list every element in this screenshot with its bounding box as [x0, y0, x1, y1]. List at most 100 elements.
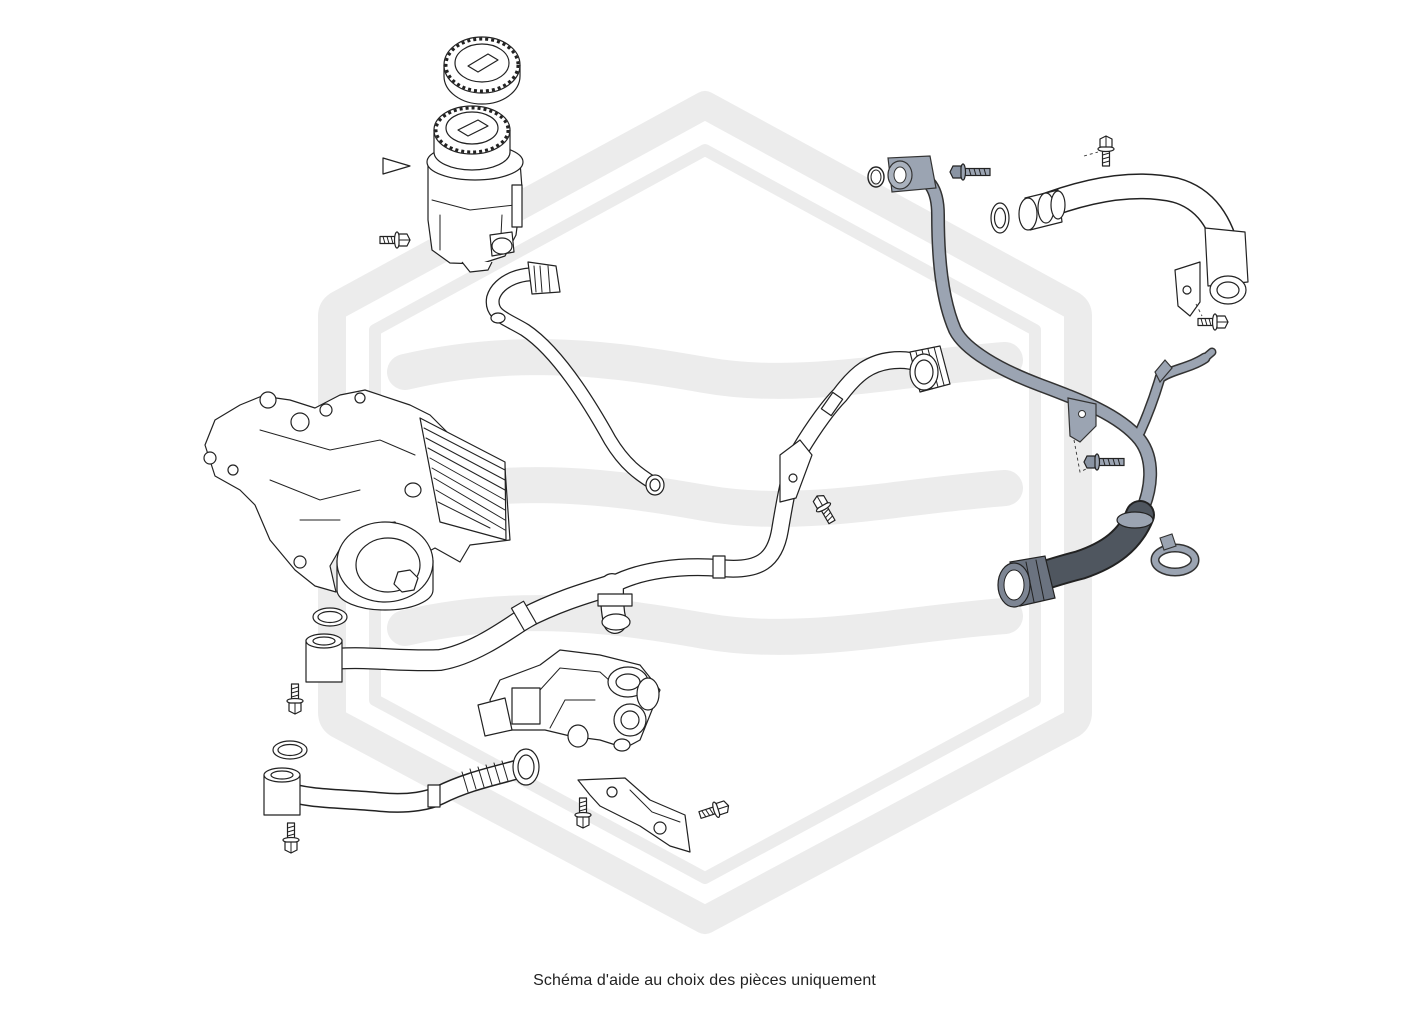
- hose-clamp: [597, 593, 633, 607]
- lower-coolant-hose: [263, 748, 540, 816]
- highlighted-hose-end: [997, 500, 1155, 608]
- engine-oil-cooler-assembly-shape: [290, 412, 310, 432]
- expansion-tank-shape: [461, 261, 493, 273]
- expansion-tank-shape: [511, 184, 523, 228]
- engine-oil-cooler-assembly-shape: [227, 464, 239, 476]
- lower-coolant-hose-shape: [270, 770, 294, 780]
- highlighted-coolant-pipe-shape: [1202, 349, 1215, 361]
- sensor-connector: [477, 697, 513, 737]
- coolant-hose-main-shape: [601, 613, 631, 631]
- bolt: [949, 163, 991, 181]
- lower-coolant-hose-shape: [273, 759, 531, 812]
- highlighted-hose-end-shape: [1003, 569, 1025, 601]
- hose-clamp: [1116, 511, 1154, 529]
- bolt: [1083, 453, 1125, 471]
- upper-coolant-pipe-shape: [1023, 174, 1242, 274]
- bolt: [379, 231, 411, 249]
- mounting-bracket: [577, 777, 691, 853]
- reservoir-cap: [443, 36, 521, 105]
- upper-coolant-pipe-shape: [1204, 227, 1249, 287]
- lower-coolant-hose-shape: [517, 754, 535, 780]
- expansion-tank: [426, 105, 524, 273]
- mounting-bracket-shape: [606, 786, 618, 798]
- bolt: [696, 797, 732, 824]
- hose-clamp: [510, 600, 538, 632]
- watermark-logo: [318, 91, 1092, 934]
- upper-coolant-pipe-shape: [1182, 285, 1192, 295]
- coolant-hose-main-shape: [312, 636, 336, 646]
- hose-clamp-loose-shape: [1152, 545, 1198, 575]
- coolant-hose-main-shape: [914, 359, 934, 385]
- highlighted-coolant-pipe-shape: [1154, 359, 1173, 384]
- upper-coolant-pipe-shape: [1083, 151, 1203, 317]
- upper-coolant-pipe-shape: [1050, 190, 1066, 220]
- thermostat-housing-shape: [620, 710, 640, 730]
- reservoir-hose-shape: [486, 268, 659, 489]
- hose-clamp: [427, 784, 441, 808]
- pipe-bracket: [1067, 397, 1097, 443]
- o-ring-shape: [317, 610, 343, 624]
- upper-coolant-pipe-shape: [1216, 281, 1240, 299]
- hose-clamp-loose: [1150, 533, 1200, 577]
- o-ring: [867, 166, 885, 188]
- engine-oil-cooler-assembly-shape: [354, 392, 366, 404]
- lower-coolant-hose-shape: [461, 760, 509, 793]
- highlighted-coolant-pipe: [867, 155, 1217, 522]
- engine-oil-cooler-assembly-shape: [293, 555, 307, 569]
- thermostat-housing-shape: [613, 738, 631, 752]
- bolt: [286, 683, 304, 715]
- mounting-bracket-shape: [653, 821, 667, 835]
- highlighted-coolant-pipe-shape: [870, 169, 882, 185]
- bolt: [282, 822, 300, 854]
- watermark-stripe-bottom: [387, 595, 1023, 655]
- engine-oil-cooler-assembly-shape: [404, 482, 422, 498]
- watermark-stripe-middle: [387, 467, 1023, 527]
- engine-oil-cooler-assembly-shape: [259, 429, 416, 521]
- watermark-inner-hexagon: [369, 144, 1041, 884]
- thermostat-housing-shape: [615, 673, 641, 691]
- coolant-hose-main-shape: [788, 473, 798, 483]
- watermark-stripe-top: [387, 339, 1023, 399]
- engine-oil-cooler-assembly: [203, 389, 511, 611]
- expansion-tank-shape: [434, 106, 510, 154]
- highlighted-hose-end-shape: [1025, 559, 1045, 603]
- hose-clamp: [820, 391, 844, 417]
- highlighted-coolant-pipe-shape: [893, 166, 907, 184]
- view-direction-arrow: [382, 157, 411, 175]
- hose-clamp-loose-shape: [1159, 533, 1177, 551]
- upper-coolant-pipe-shape: [1018, 197, 1038, 231]
- oil-filter-nut: [393, 569, 419, 593]
- thermostat-housing-shape: [511, 687, 541, 725]
- coolant-hose-main-shape: [315, 575, 622, 671]
- bolt: [1097, 135, 1115, 167]
- bolt: [1197, 313, 1229, 331]
- highlighted-coolant-pipe-shape: [1078, 410, 1086, 418]
- watermark-outer-hexagon: [318, 91, 1092, 934]
- expansion-tank-shape: [491, 237, 513, 255]
- reservoir-hose-shape: [533, 265, 551, 293]
- engine-oil-cooler-assembly-shape: [259, 391, 277, 409]
- reservoir-cap-shape: [467, 53, 499, 73]
- o-ring-shape: [993, 207, 1007, 229]
- o-ring-shape: [277, 743, 303, 757]
- reservoir-hose-shape: [649, 478, 661, 492]
- engine-oil-cooler-assembly-shape: [319, 403, 333, 417]
- engine-oil-cooler-assembly-shape: [423, 427, 506, 531]
- reservoir-hose-shape: [527, 261, 561, 295]
- reservoir-cap-shape: [444, 37, 520, 93]
- reservoir-hose-shape: [490, 312, 506, 324]
- reservoir-hose: [485, 261, 665, 496]
- highlighted-coolant-pipe-shape: [1073, 439, 1089, 473]
- o-ring: [990, 202, 1010, 234]
- o-ring: [272, 740, 308, 760]
- upper-coolant-pipe: [1018, 151, 1249, 317]
- engine-oil-cooler-assembly-shape: [203, 451, 217, 465]
- thermostat-housing-shape: [567, 724, 589, 748]
- engine-oil-cooler-assembly-shape: [419, 417, 507, 541]
- hose-clamp: [712, 555, 726, 579]
- thermostat-housing: [477, 649, 661, 752]
- diagram-caption: Schéma d'aide au choix des pièces unique…: [533, 972, 876, 989]
- highlighted-coolant-pipe-shape: [899, 166, 1156, 521]
